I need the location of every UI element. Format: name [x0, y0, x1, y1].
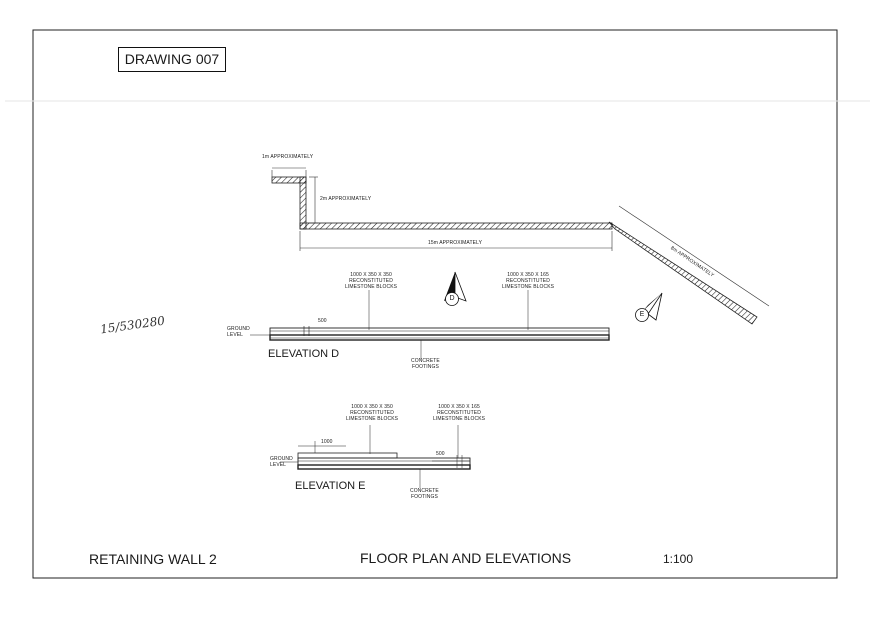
drawing-number-box: DRAWING 007 — [118, 47, 226, 72]
marker-d-label: D — [449, 295, 455, 302]
wall-segment-long — [299, 222, 613, 230]
sheet-border — [32, 29, 838, 579]
dim-label-2m: 2m APPROXIMATELY — [320, 196, 372, 202]
plan-dimensions — [271, 167, 770, 307]
sheet-title: FLOOR PLAN AND ELEVATIONS — [360, 550, 572, 566]
wall-plan — [271, 176, 758, 325]
elevation-e-drawing — [280, 425, 471, 488]
elevation-e-dim-1000: 1000 — [321, 439, 333, 445]
marker-e — [635, 292, 663, 322]
elevation-d-footing — [269, 334, 610, 341]
marker-d — [444, 271, 467, 306]
elevation-d-dim-500: 500 — [318, 318, 327, 324]
elevation-e-wall — [297, 457, 471, 466]
elevation-e-footing — [297, 464, 471, 470]
dim-label-1m: 1m APPROXIMATELY — [262, 154, 314, 160]
marker-e-label: E — [639, 311, 645, 318]
dim-label-15m: 15m APPROXIMATELY — [428, 240, 483, 246]
wall-segment-diagonal — [608, 221, 758, 325]
project-title: RETAINING WALL 2 — [89, 551, 217, 567]
wall-segment-vertical — [299, 176, 307, 230]
elevation-d-drawing — [250, 290, 610, 359]
scale-label: 1:100 — [663, 552, 694, 566]
elevation-e-upper-course — [297, 452, 398, 459]
elevation-d-wall — [269, 327, 610, 336]
elevation-e-dim-500: 500 — [436, 451, 445, 457]
dim-line-8m — [618, 205, 770, 307]
elevation-e-title: ELEVATION E — [295, 480, 366, 492]
elevation-d-title: ELEVATION D — [268, 348, 340, 360]
